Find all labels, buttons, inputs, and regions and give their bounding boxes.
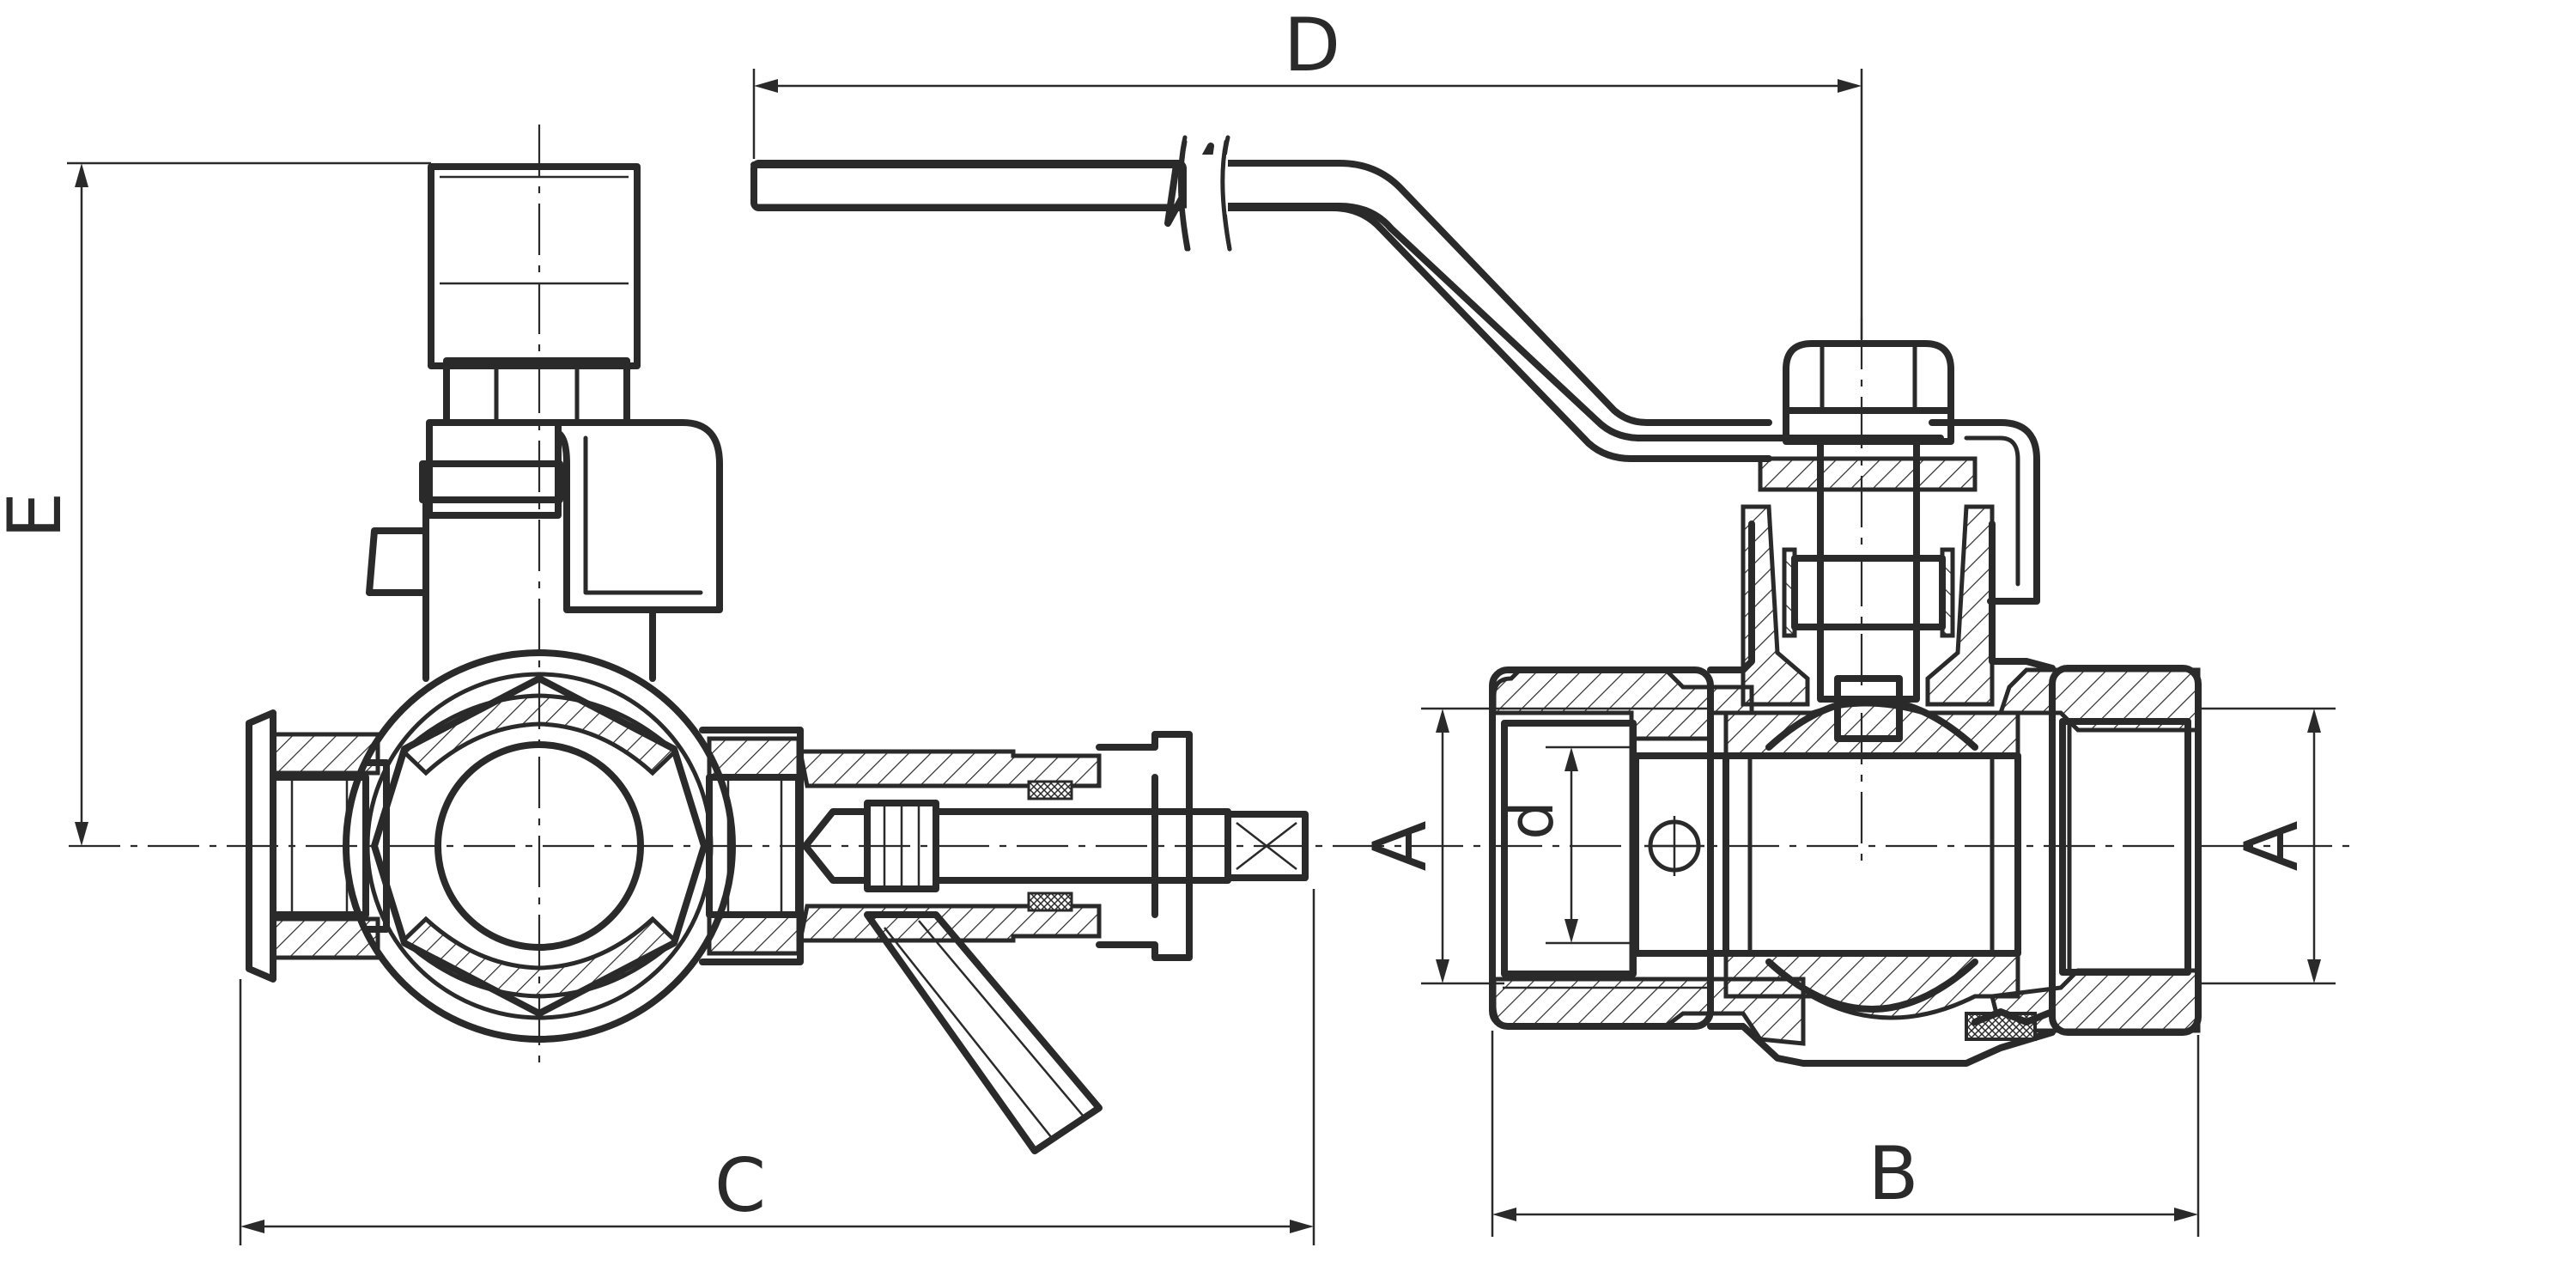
dimension-label-d-lever: D bbox=[1284, 3, 1340, 88]
dimension-label-b-length: B bbox=[1868, 1131, 1919, 1217]
lever-bend bbox=[555, 419, 723, 613]
dimension-a-left: A bbox=[1358, 707, 1504, 985]
dimension-d-bore: d bbox=[1495, 746, 1636, 945]
left-port bbox=[246, 709, 390, 983]
section-view bbox=[750, 135, 2202, 1067]
dimension-e-height: E bbox=[0, 161, 431, 846]
drain-port-assembly bbox=[699, 727, 1309, 1154]
stem-nut bbox=[419, 357, 630, 519]
dimension-label-c-width: C bbox=[714, 1143, 766, 1229]
dimension-b-length: B bbox=[1491, 1031, 2200, 1237]
dimension-label-e-height: E bbox=[0, 492, 78, 539]
stem-and-gland bbox=[1741, 340, 1995, 742]
dimension-a-right: A bbox=[2198, 707, 2336, 985]
dimension-d-lever: D bbox=[752, 3, 1863, 339]
body-neck bbox=[422, 496, 656, 682]
side-lug bbox=[366, 527, 429, 596]
dimension-c-width: C bbox=[239, 889, 1315, 1245]
dimension-label-a-left: A bbox=[1358, 820, 1443, 871]
lever-handle bbox=[750, 135, 2040, 605]
dimension-label-d-bore: d bbox=[1495, 800, 1567, 840]
dimension-label-a-right: A bbox=[2229, 820, 2315, 871]
valve-body-section bbox=[1489, 520, 2202, 1067]
handle-end-block bbox=[428, 163, 641, 369]
side-view bbox=[69, 125, 2353, 1154]
